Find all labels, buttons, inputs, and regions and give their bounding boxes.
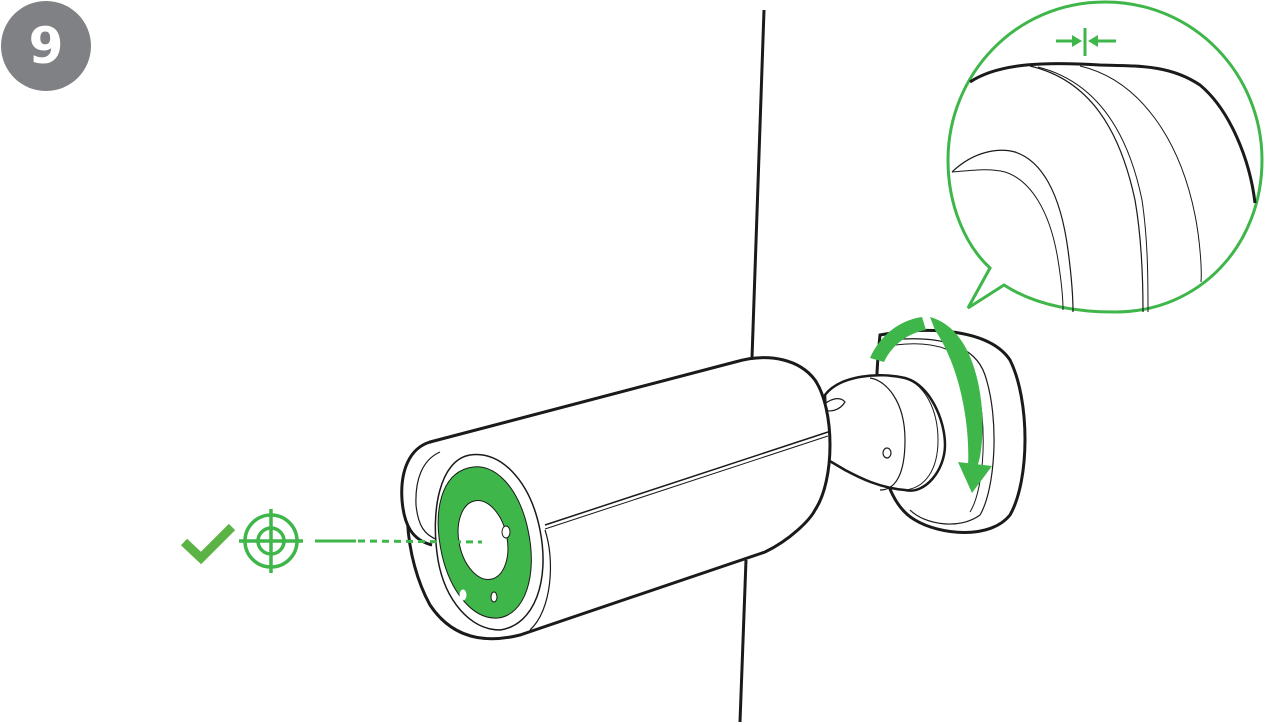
camera-mount-base bbox=[819, 328, 1027, 534]
step-number: 9 bbox=[28, 17, 64, 75]
crosshair-target-icon bbox=[239, 509, 303, 573]
camera-lens bbox=[437, 466, 532, 619]
wall-edge bbox=[738, 9, 766, 723]
aim-line bbox=[315, 539, 483, 544]
checkmark-icon bbox=[180, 523, 236, 565]
detail-callout bbox=[946, 0, 1264, 314]
rotate-arrow-icon bbox=[870, 317, 992, 493]
gap-close-arrows-icon bbox=[1056, 28, 1116, 56]
step-number-badge: 9 bbox=[1, 1, 91, 91]
